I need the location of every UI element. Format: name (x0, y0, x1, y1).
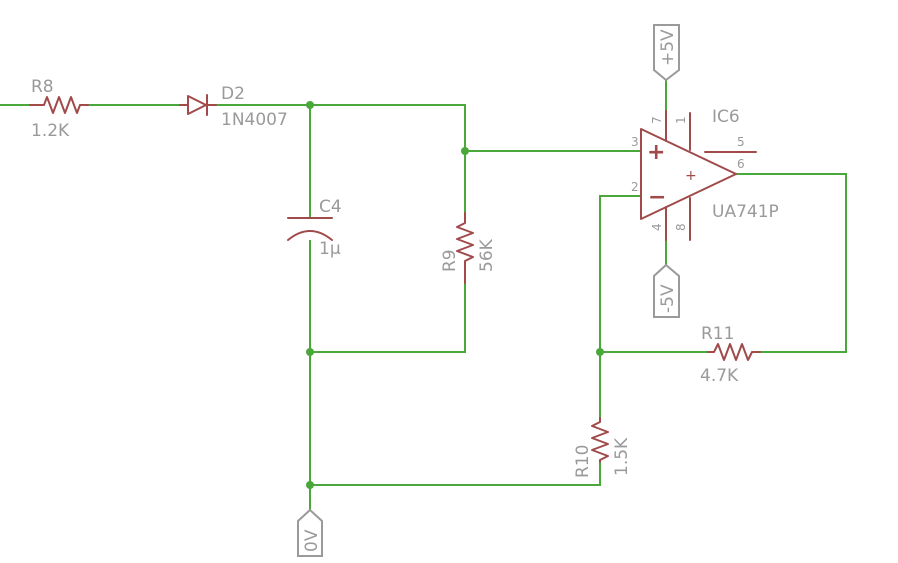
port-vplus-shape (653, 24, 680, 82)
pin-number-3: 3 (631, 135, 639, 149)
port-vminus[interactable]: -5V (653, 263, 680, 318)
r10-value: 1.5K (612, 437, 632, 476)
c4-value: 1µ (319, 239, 341, 259)
junction-dot (596, 348, 604, 356)
diode-d2[interactable]: D2 1N4007 (179, 84, 288, 130)
r8-value: 1.2K (31, 121, 70, 141)
pin-number-6: 6 (737, 157, 745, 171)
resistor-r10-body (591, 417, 609, 463)
pin-number-7: 7 (650, 116, 664, 124)
opamp-plus-sign: + (647, 140, 665, 165)
d2-value: 1N4007 (221, 110, 288, 130)
port-vminus-label: -5V (658, 284, 678, 313)
ic6-name: IC6 (712, 107, 740, 127)
port-vplus-label: +5V (658, 29, 678, 66)
pin-number-1: 1 (674, 116, 688, 124)
resistor-r8[interactable]: R8 1.2K (29, 77, 89, 141)
resistor-r11[interactable]: R11 4.7K (700, 324, 761, 386)
r11-value: 4.7K (700, 366, 739, 386)
junctions (306, 101, 604, 489)
ic6-value: UA741P (712, 202, 779, 222)
port-ground[interactable]: 0V (297, 508, 323, 557)
wire-r9-bottom (310, 283, 466, 353)
port-vminus-shape (653, 263, 680, 318)
resistor-r9-body (456, 212, 474, 284)
port-ground-label: 0V (302, 529, 322, 552)
junction-dot (306, 101, 314, 109)
diode-d2-body (179, 94, 217, 116)
resistor-r9[interactable]: R9 56K (440, 212, 497, 284)
junction-dot (306, 481, 314, 489)
wires (0, 80, 847, 510)
port-ground-shape (297, 508, 323, 557)
port-vplus[interactable]: +5V (653, 24, 680, 82)
opamp-ic6-triangle (640, 128, 737, 220)
resistor-r10[interactable]: R10 1.5K (573, 417, 632, 478)
r8-name: R8 (31, 77, 54, 97)
pin-number-4: 4 (650, 223, 664, 231)
c4-name: C4 (319, 197, 342, 217)
wire-output-loop (736, 173, 847, 353)
wire-inv-feedback (599, 195, 641, 418)
opamp-pin-leads (665, 110, 757, 241)
opamp-ic6[interactable]: + − + 3 2 6 5 7 1 4 8 IC6 UA741P (631, 107, 779, 241)
resistor-r11-body (707, 343, 761, 361)
r9-name: R9 (440, 249, 460, 272)
junction-dot (306, 348, 314, 356)
junction-dot (461, 147, 469, 155)
pin-number-8: 8 (674, 223, 688, 231)
d2-name: D2 (221, 84, 245, 104)
opamp-minus-sign: − (648, 185, 666, 210)
r10-name: R10 (573, 445, 593, 478)
opamp-output-sign: + (685, 168, 697, 184)
wire-top-rail (216, 104, 466, 151)
r11-name: R11 (701, 324, 734, 344)
r9-value: 56K (477, 238, 497, 272)
capacitor-c4[interactable]: C4 1µ (287, 197, 342, 259)
resistor-r8-body (29, 96, 89, 114)
pin-number-2: 2 (631, 180, 639, 194)
wire-ground-rail (310, 462, 601, 486)
pin-number-5: 5 (737, 135, 745, 149)
capacitor-c4-plate-bottom (287, 230, 333, 241)
